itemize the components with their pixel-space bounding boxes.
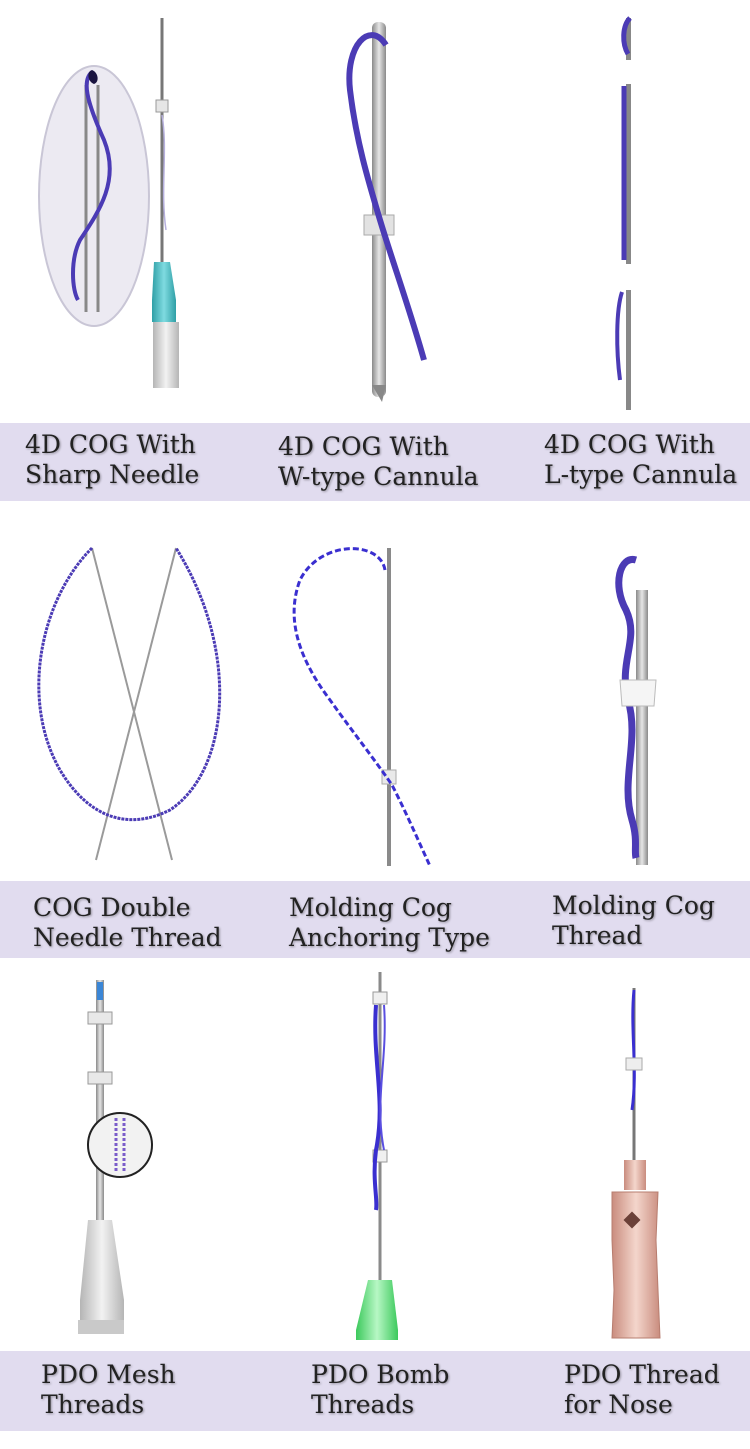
label-line-1: 4D COG With bbox=[25, 430, 196, 459]
label-line-2: Threads bbox=[41, 1390, 145, 1419]
label-line-2: W-type Cannula bbox=[278, 462, 479, 491]
product-label-w-cannula: 4D COG With W-type Cannula bbox=[278, 432, 478, 492]
label-line-1: PDO Thread bbox=[564, 1360, 720, 1389]
label-line-1: Molding Cog bbox=[289, 893, 452, 922]
label-line-1: Molding Cog bbox=[552, 891, 715, 920]
product-label-l-cannula: 4D COG With L-type Cannula bbox=[544, 430, 737, 490]
product-label-molding: Molding Cog Thread bbox=[552, 891, 715, 951]
mesh-thread-icon bbox=[78, 980, 153, 1334]
label-line-2: Thread bbox=[552, 921, 643, 950]
bomb-thread-icon bbox=[356, 972, 398, 1340]
label-line-1: COG Double bbox=[33, 893, 191, 922]
label-band-row-2 bbox=[0, 881, 750, 958]
anchoring-cog-thread-icon bbox=[292, 547, 432, 867]
label-line-1: PDO Bomb bbox=[311, 1360, 450, 1389]
w-cannula-thread-icon bbox=[346, 22, 427, 402]
l-cannula-thread-icon bbox=[615, 16, 632, 410]
label-band-row-3 bbox=[0, 1351, 750, 1431]
molding-cog-thread-icon bbox=[615, 556, 657, 865]
product-label-bomb: PDO Bomb Threads bbox=[311, 1360, 449, 1420]
nose-thread-icon bbox=[611, 988, 661, 1339]
label-line-2: Sharp Needle bbox=[25, 460, 200, 489]
product-label-nose: PDO Thread for Nose bbox=[564, 1360, 720, 1420]
label-line-1: 4D COG With bbox=[544, 430, 715, 459]
label-line-2: for Nose bbox=[564, 1390, 673, 1419]
sharp-needle-thread-icon bbox=[38, 18, 179, 388]
label-band-row-1 bbox=[0, 423, 750, 501]
label-line-2: Needle Thread bbox=[33, 923, 222, 952]
product-label-double-needle: COG Double Needle Thread bbox=[33, 893, 222, 953]
label-line-1: 4D COG With bbox=[278, 432, 449, 461]
label-line-2: Anchoring Type bbox=[289, 923, 490, 952]
product-label-mesh: PDO Mesh Threads bbox=[41, 1360, 176, 1420]
label-line-2: Threads bbox=[311, 1390, 415, 1419]
label-line-2: L-type Cannula bbox=[544, 460, 738, 489]
product-label-anchoring: Molding Cog Anchoring Type bbox=[289, 893, 490, 953]
double-needle-thread-icon bbox=[37, 546, 222, 861]
product-label-sharp-needle: 4D COG With Sharp Needle bbox=[25, 430, 199, 490]
label-line-1: PDO Mesh bbox=[41, 1360, 176, 1389]
